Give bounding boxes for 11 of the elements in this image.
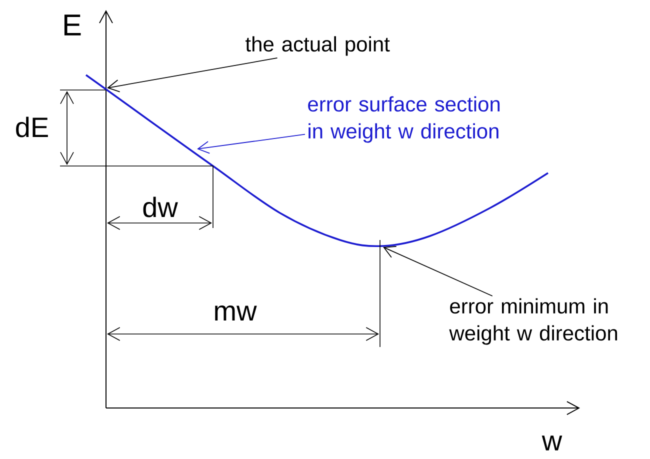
- axis-label: E: [64, 14, 81, 36]
- axis-label: dE: [16, 116, 48, 138]
- axis-label: mw: [215, 305, 257, 321]
- leader-line: [383, 246, 493, 296]
- axis-label: dw: [143, 196, 178, 218]
- callout-text: the actual point: [246, 36, 390, 56]
- axis-label: w: [542, 436, 562, 450]
- leader-line: [197, 134, 306, 154]
- callout-text: error minimum in weight w direction: [449, 298, 618, 345]
- leader-line: [107, 58, 278, 92]
- callout-text: error surface section in weight w direction: [308, 96, 500, 143]
